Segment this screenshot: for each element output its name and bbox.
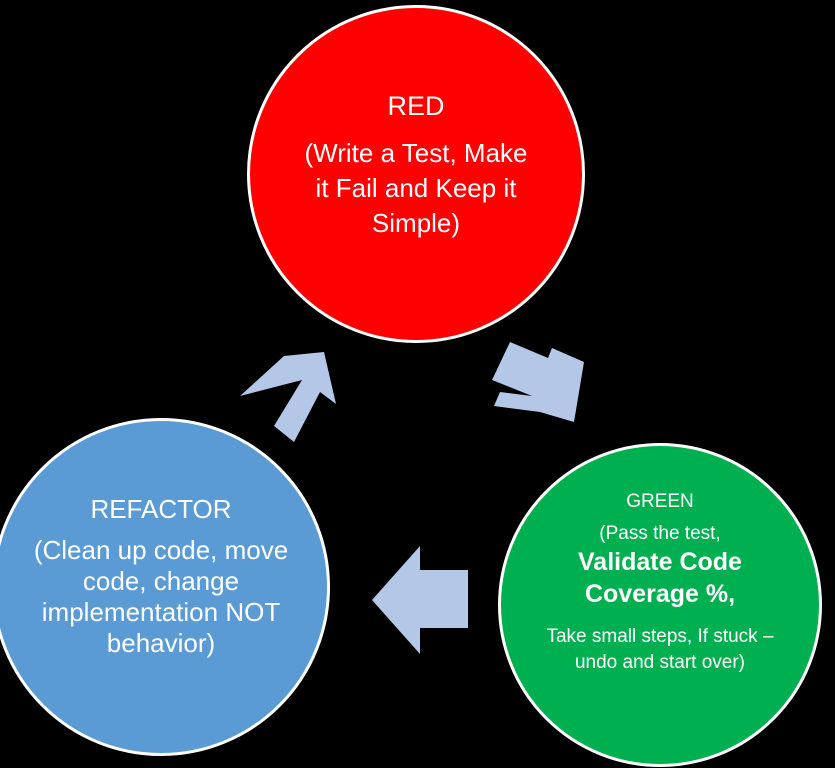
arrow-refactor-to-red (240, 352, 336, 442)
refactor-phase-title: REFACTOR (90, 494, 232, 524)
green-phase-circle: GREEN (Pass the test, Validate Code Cove… (498, 443, 822, 767)
refactor-phase-description: (Clean up code, move code, change implem… (33, 535, 289, 658)
red-phase-title: RED (387, 91, 445, 121)
green-phase-description-top: (Pass the test, (599, 523, 721, 544)
green-phase-description-bottom: Take small steps, If stuck – undo and st… (546, 626, 774, 673)
arrow-green-to-refactor (372, 546, 468, 654)
arrow-red-to-green (492, 342, 584, 422)
red-phase-description: (Write a Test, Make it Fail and Keep it … (304, 138, 528, 238)
green-phase-title: GREEN (626, 491, 694, 512)
green-phase-description-bold: Validate Code Coverage %, (578, 548, 742, 608)
refactor-phase-circle: REFACTOR (Clean up code, move code, chan… (0, 418, 330, 756)
red-phase-circle: RED (Write a Test, Make it Fail and Keep… (247, 5, 585, 343)
